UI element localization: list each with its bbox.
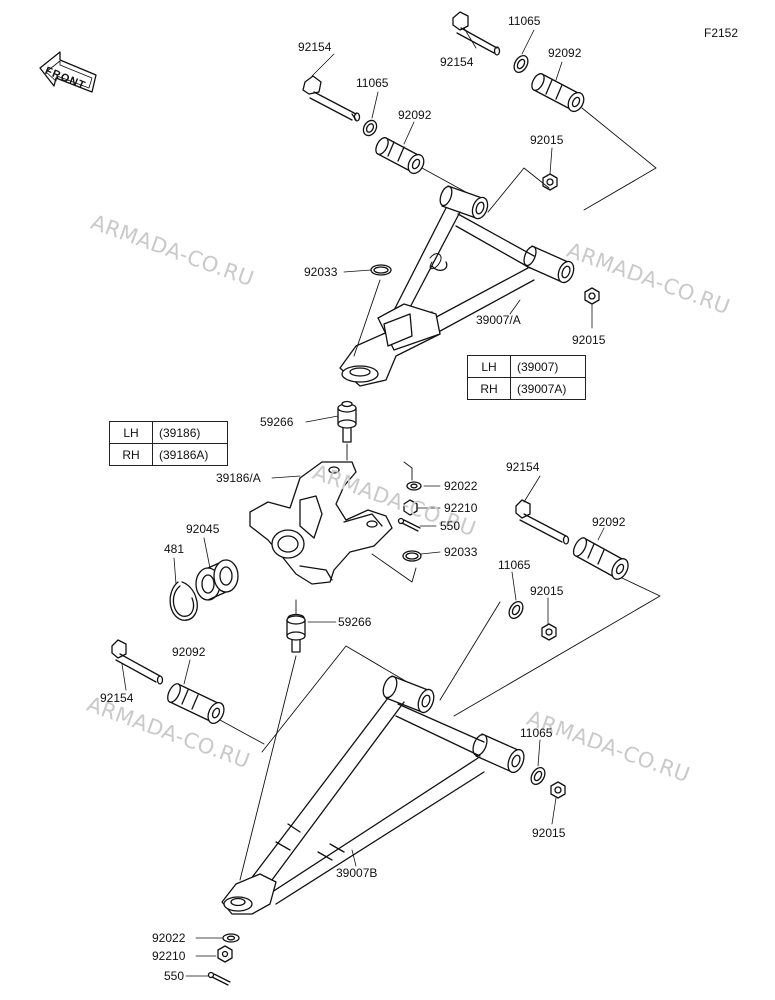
circlip <box>169 581 198 621</box>
part-label: 92033 <box>444 545 478 559</box>
lower-washer-right <box>508 600 524 620</box>
part-label: 92092 <box>592 515 626 529</box>
table-cell: (39186) <box>152 421 228 444</box>
part-label: 92210 <box>444 501 478 515</box>
lower-a-arm <box>221 675 525 915</box>
upper-a-arm <box>339 185 575 387</box>
upper-bolt-right <box>452 11 501 56</box>
part-label: 92015 <box>572 333 606 347</box>
part-label: 92022 <box>444 479 478 493</box>
lower-nut-right <box>541 623 557 641</box>
table-cell: RH <box>109 443 153 466</box>
part-label: 92015 <box>530 133 564 147</box>
lower-nut-rear <box>550 781 566 799</box>
upper-bolt-left <box>302 75 361 122</box>
upper-nut-bottom <box>584 287 600 305</box>
lower-ball-joint <box>286 599 306 653</box>
table-cell: (39007) <box>510 355 586 378</box>
mid-nut <box>403 499 418 516</box>
part-label: 92022 <box>152 931 186 945</box>
table-cell: RH <box>467 377 511 400</box>
part-label: 11065 <box>520 726 553 740</box>
table-cell: LH <box>109 421 153 444</box>
part-label: 92015 <box>530 584 564 598</box>
part-label: 92092 <box>398 108 432 122</box>
part-label: 92092 <box>548 46 582 60</box>
bottom-pin <box>207 971 231 986</box>
wheel-bearing <box>195 559 239 601</box>
part-label: 92015 <box>532 826 566 840</box>
lower-washer-rear <box>530 766 546 786</box>
upper-washer-right <box>513 54 529 74</box>
part-label: 550 <box>164 969 185 983</box>
part-label: 92154 <box>506 460 540 474</box>
lower-bushing-right <box>572 537 629 580</box>
steering-knuckle <box>249 461 393 585</box>
arm-variant-table: LH (39007) RH (39007A) <box>467 355 586 400</box>
part-label: 11065 <box>498 558 531 572</box>
table-row: RH (39007A) <box>467 377 586 400</box>
front-arrow-icon <box>39 51 97 93</box>
lower-bolt-right <box>515 499 570 545</box>
bottom-nut <box>217 945 233 963</box>
part-label: 39007B <box>336 866 378 880</box>
part-label: 92154 <box>298 40 332 54</box>
upper-bushing-left <box>375 137 425 175</box>
table-row: LH (39007) <box>467 355 586 378</box>
upper-ball-joint <box>337 400 357 461</box>
part-label: 59266 <box>338 615 372 629</box>
upper-nut-top <box>542 173 558 191</box>
part-label: 59266 <box>260 415 294 429</box>
part-label: 11065 <box>508 14 541 28</box>
table-cell: (39186A) <box>152 443 228 466</box>
part-label: 550 <box>440 519 461 533</box>
part-label: 92154 <box>100 691 134 705</box>
part-label: 92045 <box>186 522 220 536</box>
table-cell: (39007A) <box>510 377 586 400</box>
part-label: 92154 <box>440 55 474 69</box>
table-cell: LH <box>467 355 511 378</box>
table-row: LH (39186) <box>109 421 228 444</box>
mid-washer <box>406 481 422 491</box>
table-row: RH (39186A) <box>109 443 228 466</box>
lower-bolt-left <box>111 639 164 685</box>
bottom-washer <box>222 933 240 943</box>
figure-code: F2152 <box>704 26 739 40</box>
lower-bushing-left <box>167 683 225 725</box>
part-label: 39186/A <box>216 471 261 485</box>
part-label: 92092 <box>172 645 206 659</box>
part-label: 481 <box>164 542 185 556</box>
part-label: 92033 <box>304 265 338 279</box>
part-label: 11065 <box>356 76 389 90</box>
upper-washer-left <box>362 119 378 137</box>
upper-bushing-right <box>531 73 585 113</box>
mid-pin <box>397 517 421 532</box>
part-label: 39007/A <box>476 313 521 327</box>
knuckle-variant-table: LH (39186) RH (39186A) <box>109 421 228 466</box>
part-label: 92210 <box>152 949 186 963</box>
